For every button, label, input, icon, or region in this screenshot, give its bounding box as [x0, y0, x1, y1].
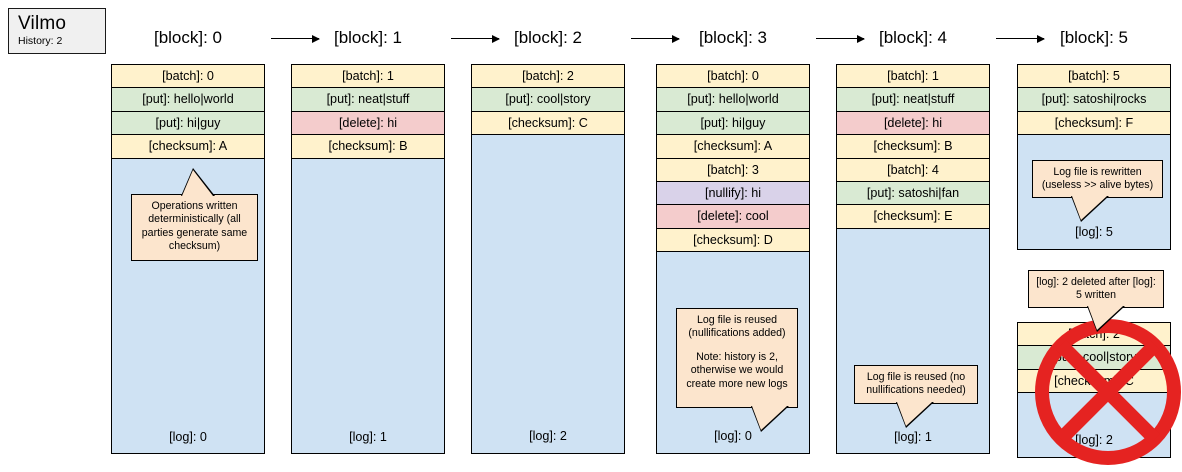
callout-log-rewritten: Log file is rewritten (useless >> alive …	[1032, 160, 1163, 198]
arrow-2-to-3	[631, 34, 680, 43]
callout-line: Log file is reused (nullifications added…	[688, 314, 786, 340]
callout-log-reused-no-nullifications: Log file is reused (no nullifications ne…	[854, 365, 978, 404]
row-put: [put]: satoshi|rocks	[1018, 88, 1170, 112]
log-block-2-deleted-free-space: [log]: 2	[1018, 393, 1170, 456]
log-block-2-deleted-rows: [batch]: 2 [put]: cool|story [checksum]:…	[1018, 323, 1170, 394]
log-tag: [log]: 2	[529, 429, 567, 444]
row-delete: [delete]: hi	[837, 111, 989, 136]
row-nullify: [nullify]: hi	[657, 181, 809, 206]
log-tag: [log]: 0	[169, 429, 207, 444]
row-batch: [batch]: 4	[837, 158, 989, 182]
row-checksum: [checksum]: D	[657, 228, 809, 253]
row-batch: [batch]: 0	[657, 65, 809, 89]
row-put: [put]: neat|stuff	[292, 88, 444, 112]
log-tag: [log]: 0	[714, 429, 752, 444]
block-header-5: [block]: 5	[1059, 28, 1129, 47]
callout-line: Log file is rewritten (useless >> alive …	[1041, 166, 1154, 192]
callout-log-reused-nullifications: Log file is reused (nullifications added…	[676, 308, 798, 408]
row-batch: [batch]: 1	[837, 65, 989, 89]
arrow-4-to-5	[996, 34, 1045, 43]
log-block-0-rows: [batch]: 0 [put]: hello|world [put]: hi|…	[112, 65, 264, 159]
callout-tail	[752, 406, 787, 430]
row-put: [put]: satoshi|fan	[837, 181, 989, 206]
callout-tail	[1072, 196, 1107, 220]
log-tag: [log]: 2	[1075, 433, 1113, 448]
log-block-1-free-space: [log]: 1	[292, 158, 444, 452]
log-block-2-deleted: [batch]: 2 [put]: cool|story [checksum]:…	[1017, 322, 1171, 458]
callout-line: [log]: 2 deleted after [log]: 5 written	[1036, 276, 1156, 302]
row-put: [put]: hi|guy	[657, 111, 809, 136]
row-delete: [delete]: hi	[292, 111, 444, 136]
row-batch: [batch]: 0	[112, 65, 264, 89]
arrow-3-to-4	[816, 34, 865, 43]
log-block-2-free-space: [log]: 2	[472, 135, 624, 452]
log-block-2: [batch]: 2 [put]: cool|story [checksum]:…	[471, 64, 625, 454]
log-tag: [log]: 1	[349, 429, 387, 444]
row-put: [put]: cool|story	[472, 88, 624, 112]
log-block-0-rewritten-rows: [batch]: 0 [put]: hello|world [put]: hi|…	[657, 65, 809, 253]
callout-tail	[182, 170, 213, 196]
callout-log-2-deleted: [log]: 2 deleted after [log]: 5 written	[1028, 270, 1164, 308]
legend-history-label: History: 2	[18, 35, 63, 47]
log-block-1: [batch]: 1 [put]: neat|stuff [delete]: h…	[291, 64, 445, 454]
row-put: [put]: hello|world	[112, 88, 264, 112]
log-block-1-rewritten: [batch]: 1 [put]: neat|stuff [delete]: h…	[836, 64, 990, 454]
callout-line: Log file is reused (no nullifications ne…	[866, 371, 966, 397]
log-block-1-rewritten-rows: [batch]: 1 [put]: neat|stuff [delete]: h…	[837, 65, 989, 229]
block-header-2: [block]: 2	[513, 28, 583, 47]
log-block-5-rows: [batch]: 5 [put]: satoshi|rocks [checksu…	[1018, 65, 1170, 136]
row-checksum: [checksum]: C	[472, 111, 624, 136]
block-header-3: [block]: 3	[698, 28, 768, 47]
arrow-1-to-2	[451, 34, 500, 43]
row-put: [put]: neat|stuff	[837, 88, 989, 112]
block-header-4: [block]: 4	[878, 28, 948, 47]
row-checksum: [checksum]: A	[657, 135, 809, 159]
callout-line: Operations written deterministically (al…	[141, 200, 248, 253]
row-checksum: [checksum]: A	[112, 135, 264, 159]
row-checksum: [checksum]: C	[1018, 369, 1170, 394]
log-block-5: [batch]: 5 [put]: satoshi|rocks [checksu…	[1017, 64, 1171, 250]
row-batch: [batch]: 2	[472, 65, 624, 89]
row-put: [put]: hello|world	[657, 88, 809, 112]
callout-deterministic-ops: Operations written deterministically (al…	[131, 194, 258, 261]
row-checksum: [checksum]: B	[292, 135, 444, 159]
row-batch: [batch]: 3	[657, 158, 809, 182]
row-checksum: [checksum]: E	[837, 205, 989, 229]
row-delete: [delete]: cool	[657, 205, 809, 229]
callout-tail	[897, 402, 932, 426]
legend-box: Vilmo History: 2	[8, 8, 106, 54]
log-tag: [log]: 1	[894, 429, 932, 444]
log-tag: [log]: 5	[1075, 225, 1113, 240]
row-checksum: [checksum]: F	[1018, 111, 1170, 136]
row-checksum: [checksum]: B	[837, 135, 989, 159]
log-block-2-rows: [batch]: 2 [put]: cool|story [checksum]:…	[472, 65, 624, 136]
block-header-0: [block]: 0	[153, 28, 223, 47]
callout-tail	[1088, 306, 1123, 330]
block-header-1: [block]: 1	[333, 28, 403, 47]
row-put: [put]: hi|guy	[112, 111, 264, 136]
row-batch: [batch]: 1	[292, 65, 444, 89]
arrow-0-to-1	[271, 34, 320, 43]
legend-title: Vilmo	[18, 13, 67, 34]
log-block-1-rows: [batch]: 1 [put]: neat|stuff [delete]: h…	[292, 65, 444, 159]
callout-line: Note: history is 2, otherwise we would c…	[686, 350, 788, 390]
row-put: [put]: cool|story	[1018, 346, 1170, 370]
row-batch: [batch]: 5	[1018, 65, 1170, 89]
